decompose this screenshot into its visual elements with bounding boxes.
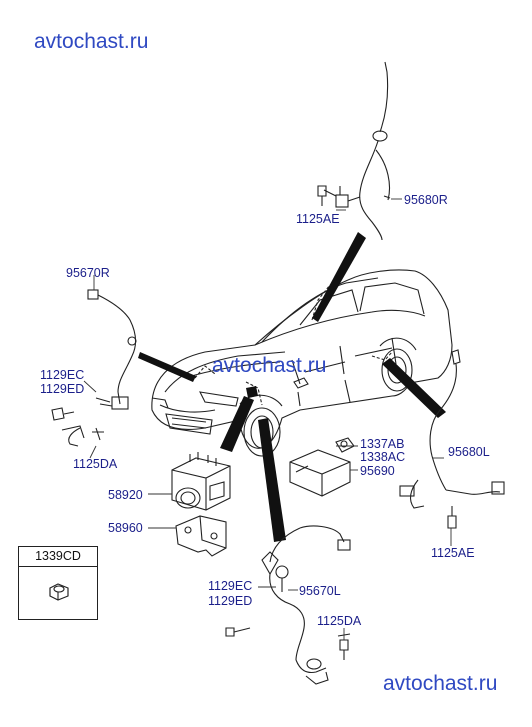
part-label-95690: 95690 (360, 464, 395, 478)
leader-lines (83, 198, 452, 640)
part-label-58960: 58960 (108, 521, 143, 535)
sensor-95680R (317, 61, 391, 241)
sensor-95680L (399, 349, 505, 529)
part-label-1338AC: 1338AC (360, 450, 406, 464)
part-label-95680R: 95680R (404, 193, 448, 207)
part-label-1125DA-left: 1125DA (73, 457, 118, 471)
part-label-1125AE-right: 1125AE (431, 546, 475, 560)
part-label-58920: 58920 (108, 488, 143, 502)
part-label-1125AE-top: 1125AE (296, 212, 340, 226)
part-label-1125DA-bottom: 1125DA (317, 614, 362, 628)
part-label-1129ED-bottom: 1129ED (208, 594, 253, 608)
part-label-95670R: 95670R (66, 266, 110, 280)
hecu-unit-58920 (171, 452, 231, 511)
part-label-1337AB: 1337AB (360, 437, 405, 451)
part-box-divider (19, 566, 97, 567)
part-label-1129EC-bottom: 1129EC (208, 579, 253, 593)
watermark-center: avtochast.ru (212, 354, 327, 377)
part-label-95670L: 95670L (299, 584, 341, 598)
part-label-1339CD: 1339CD (35, 549, 81, 563)
sensor-95670R (51, 289, 137, 447)
part-label-1129ED-left: 1129ED (40, 382, 85, 396)
watermark-top-left: avtochast.ru (34, 30, 149, 53)
part-label-1129EC-left: 1129EC (40, 368, 85, 382)
watermark-bottom-right: avtochast.ru (383, 672, 498, 695)
sensor-95670L (225, 525, 351, 685)
callout-pointers (138, 232, 446, 542)
bracket-58960 (175, 515, 227, 557)
part-box-1339CD (18, 546, 98, 620)
ecu-module-95690 (289, 437, 355, 497)
car-illustration (151, 269, 453, 457)
part-label-95680L: 95680L (448, 445, 490, 459)
nut-1339CD (49, 583, 69, 601)
